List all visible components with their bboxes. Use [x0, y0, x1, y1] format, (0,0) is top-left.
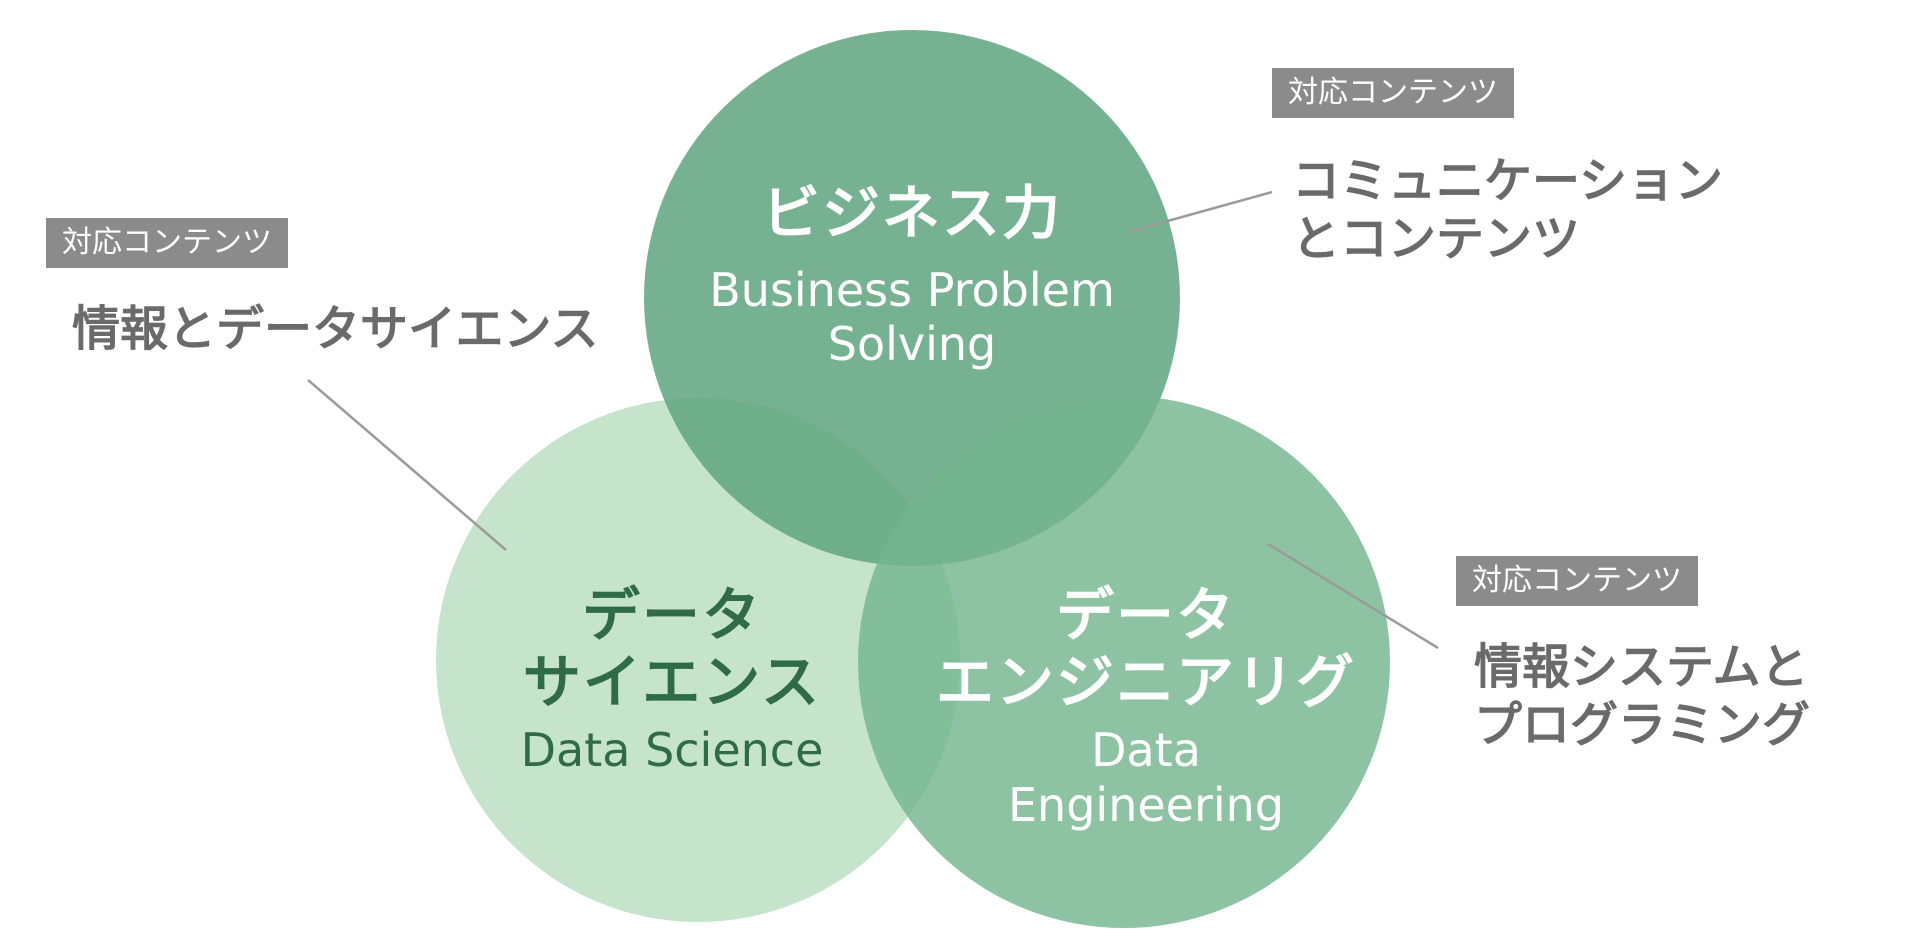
- engineering-title-jp-line2: エンジニアリグ: [935, 647, 1357, 716]
- science-content-tag: 対応コンテンツ: [46, 218, 288, 268]
- business-title-jp: ビジネス力: [761, 179, 1063, 247]
- connector-science: [307, 379, 507, 551]
- engineering-content-tag: 対応コンテンツ: [1456, 556, 1698, 606]
- business-title-en-line1: Business Problem: [709, 262, 1115, 317]
- science-label: データ サイエンス Data Science: [521, 582, 824, 778]
- science-title-jp-line1: データ: [581, 581, 762, 649]
- business-content-line1: コミュニケーション: [1292, 153, 1724, 209]
- engineering-content-line2: プログラミング: [1474, 697, 1811, 753]
- engineering-title-en-line2: Engineering: [1007, 777, 1284, 832]
- business-content-tag: 対応コンテンツ: [1272, 68, 1514, 118]
- business-content-line2: とコンテンツ: [1292, 211, 1581, 267]
- circle-data-engineering: [858, 396, 1390, 928]
- science-content-line1: 情報とデータサイエンス: [72, 301, 599, 357]
- science-content-text: 情報とデータサイエンス: [72, 300, 599, 358]
- engineering-label: データ エンジニアリグ Data Engineering: [936, 582, 1356, 832]
- science-title-en: Data Science: [520, 723, 824, 778]
- engineering-content-line1: 情報システムと: [1474, 639, 1809, 695]
- business-content-text: コミュニケーション とコンテンツ: [1292, 152, 1723, 268]
- engineering-title-jp-line1: データ: [1055, 581, 1237, 649]
- business-title-en-line2: Solving: [827, 316, 997, 371]
- business-label: ビジネス力 Business Problem Solving: [709, 180, 1115, 371]
- engineering-content-text: 情報システムと プログラミング: [1474, 638, 1810, 754]
- engineering-title-en-line1: Data: [1091, 723, 1201, 778]
- science-title-jp-line2: サイエンス: [522, 647, 822, 716]
- connector-business: [1127, 190, 1273, 234]
- connector-engineering: [1267, 542, 1439, 650]
